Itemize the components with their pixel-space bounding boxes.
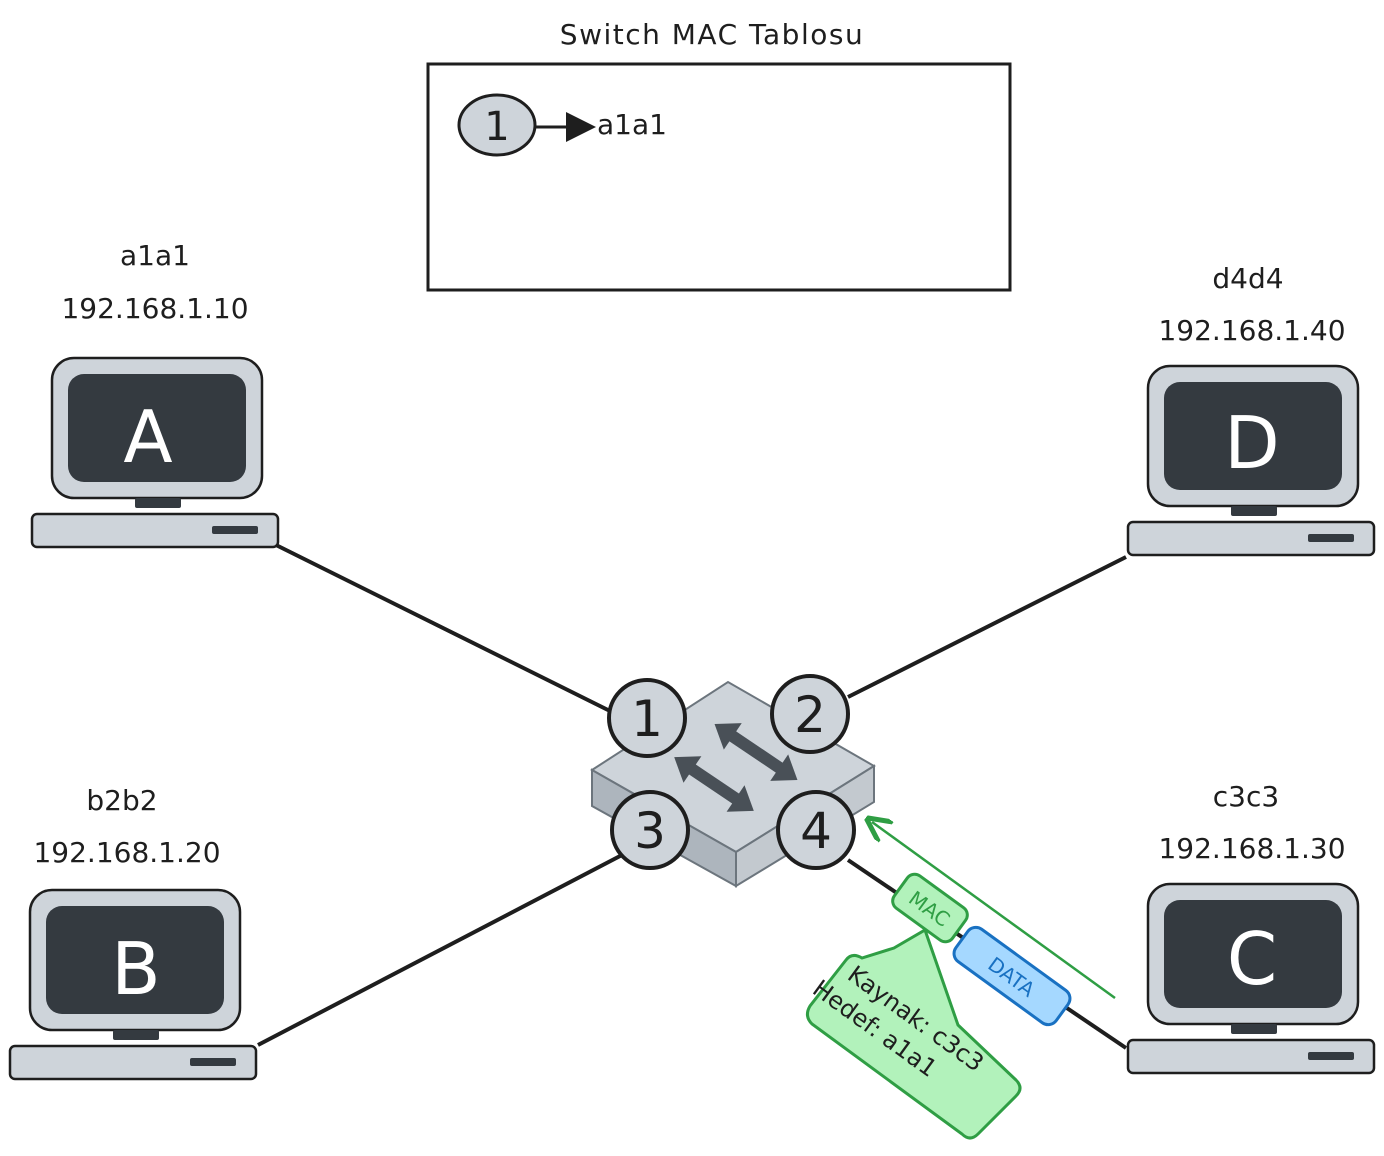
- computer-d: d4d4 192.168.1.40 D: [1126, 262, 1376, 557]
- switch-port-4: 4: [776, 790, 856, 870]
- switch-port-2: 2: [770, 674, 850, 754]
- drive-slot: [1308, 534, 1354, 542]
- monitor-screen: [46, 906, 224, 1014]
- frame-data-block: DATA: [952, 925, 1072, 1027]
- computer-base: [1126, 520, 1376, 557]
- computer-base: [1126, 1038, 1376, 1075]
- frame-direction-arrow: [872, 822, 1116, 1000]
- computer-d-letter: D: [1224, 401, 1279, 485]
- computer-b-letter: B: [111, 927, 160, 1011]
- switch-arrow-1-4: [714, 723, 798, 781]
- mac-table-box: [426, 62, 1012, 292]
- mac-table-entry: 1 a1a1: [457, 93, 667, 157]
- monitor-stand: [113, 1030, 159, 1040]
- computer-a: a1a1 192.168.1.10 A: [30, 239, 280, 549]
- switch-port-1: 1: [607, 678, 687, 758]
- computer-b-mac: b2b2: [86, 784, 157, 817]
- cable-a: [275, 543, 613, 714]
- drive-slot: [190, 1058, 236, 1066]
- computer-b: b2b2 192.168.1.20 B: [8, 784, 258, 1081]
- monitor-stand: [1231, 1024, 1277, 1034]
- switch-port-4-label: 4: [800, 802, 832, 860]
- frame: Kaynak: c3c3 Hedef: a1a1 MAC DATA: [805, 822, 1116, 1140]
- switch-arrows: [674, 723, 798, 812]
- computer-a-letter: A: [123, 395, 172, 479]
- mac-table-port-circle: [457, 93, 537, 157]
- cable-d: [847, 555, 1127, 699]
- mac-table-port-label: 1: [484, 104, 509, 150]
- mac-table-mac-label: a1a1: [597, 108, 667, 141]
- computer-c-letter: C: [1227, 917, 1277, 1001]
- computer-d-mac: d4d4: [1212, 262, 1283, 295]
- switch: 1 2 3 4: [590, 674, 876, 888]
- computer-c: c3c3 192.168.1.30 C: [1126, 780, 1376, 1075]
- switch-port-1-label: 1: [631, 690, 663, 748]
- cable-b: [257, 853, 623, 1047]
- computer-a-ip: 192.168.1.10: [61, 292, 248, 325]
- frame-mac-block: MAC: [891, 872, 969, 944]
- mac-table: Switch MAC Tablosu 1 a1a1: [426, 18, 1012, 292]
- mac-table-title: Switch MAC Tablosu: [560, 18, 864, 51]
- switch-port-3: 3: [610, 790, 690, 870]
- computer-base: [8, 1044, 258, 1081]
- monitor-screen: [1164, 382, 1342, 490]
- frame-callout: [805, 927, 1022, 1140]
- computer-d-ip: 192.168.1.40: [1158, 314, 1345, 347]
- switch-port-2-label: 2: [794, 686, 826, 744]
- computer-a-mac: a1a1: [120, 239, 190, 272]
- computer-c-mac: c3c3: [1213, 780, 1279, 813]
- computer-b-ip: 192.168.1.20: [33, 836, 220, 869]
- monitor-screen: [68, 374, 246, 482]
- switch-arrow-3-2: [674, 756, 754, 812]
- computer-c-ip: 192.168.1.30: [1158, 832, 1345, 865]
- monitor-stand: [135, 498, 181, 508]
- monitor-screen: [1164, 900, 1342, 1008]
- drive-slot: [1308, 1052, 1354, 1060]
- monitor-stand: [1231, 506, 1277, 516]
- computer-base: [30, 512, 280, 549]
- switch-port-3-label: 3: [634, 802, 666, 860]
- drive-slot: [212, 526, 258, 534]
